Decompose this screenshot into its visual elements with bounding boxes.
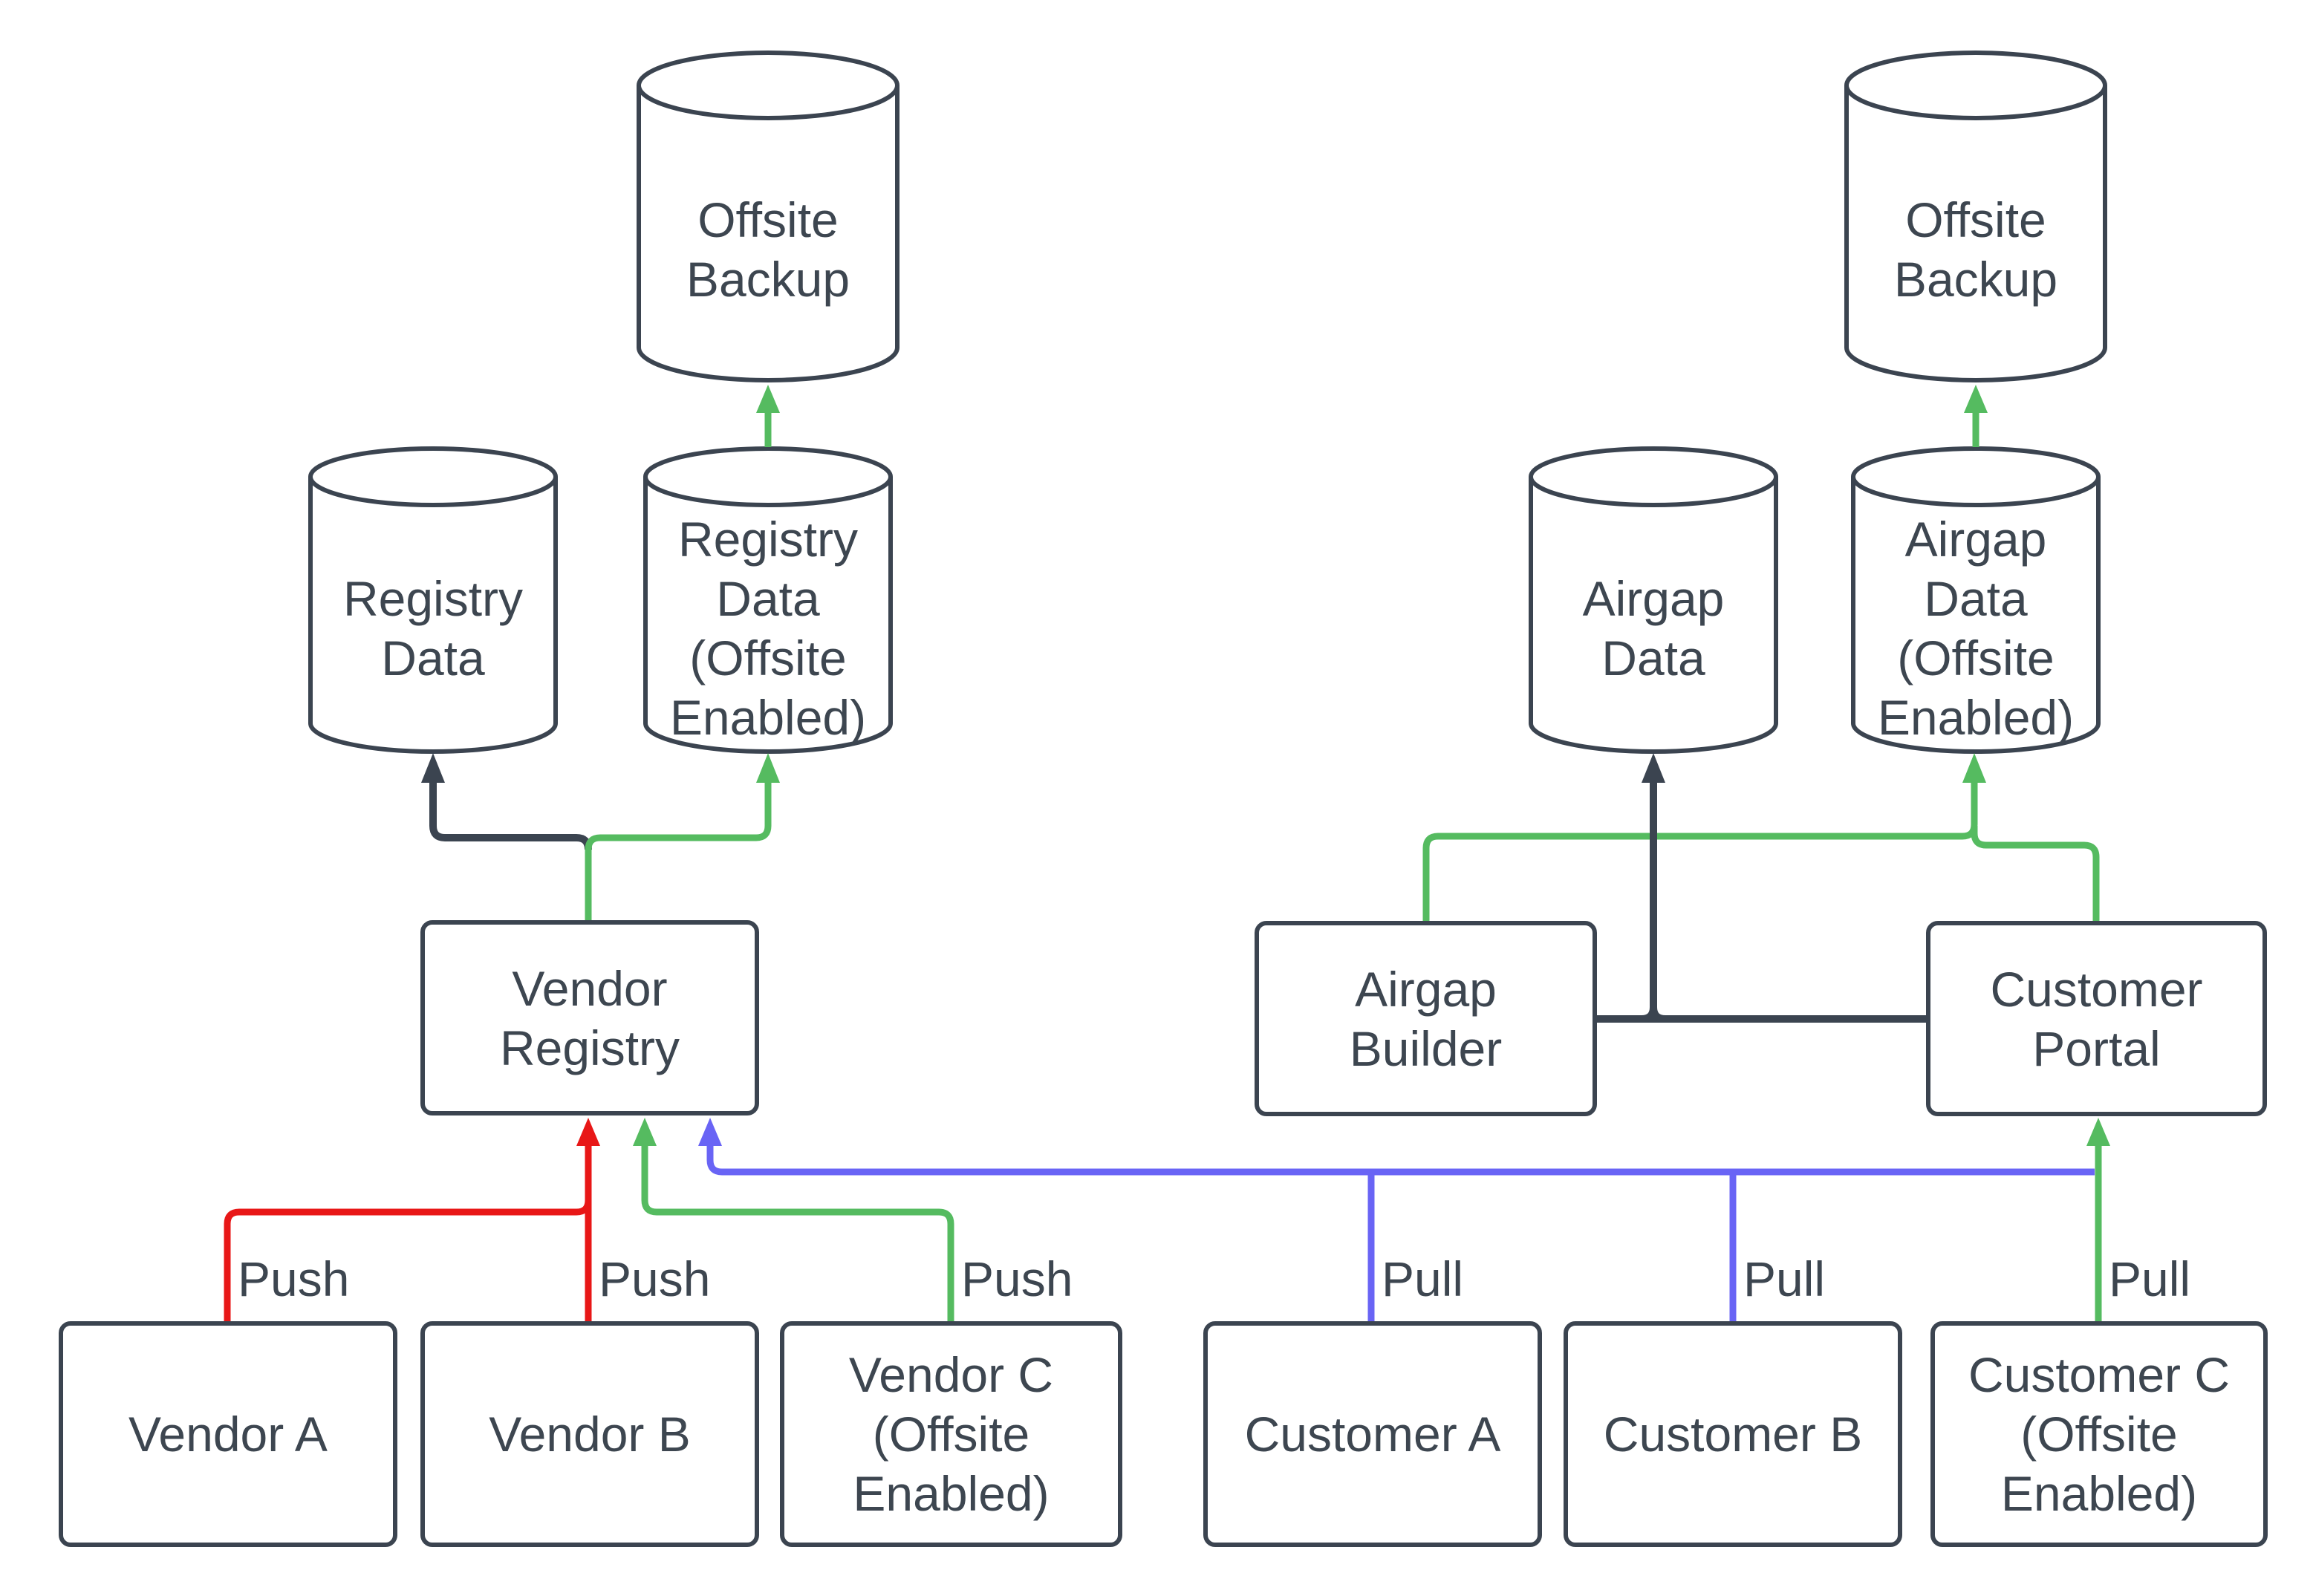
vendor-registry-node: Vendor Registry <box>420 920 759 1115</box>
edge-builder-to-airgap-offsite <box>1422 753 1986 921</box>
arrow-up-vendor-registry-red <box>576 1118 600 1146</box>
airgap-data-cylinder <box>1529 446 1778 754</box>
push-label-vendor-b: Push <box>599 1251 711 1306</box>
arrow-up-offsite-backup-right <box>1964 385 1988 413</box>
arrow-up-airgap-data <box>1642 753 1665 783</box>
airgap-builder-node: Airgap Builder <box>1255 921 1597 1116</box>
customer-c-label: Customer C (Offsite Enabled) <box>1968 1347 2231 1521</box>
edge-customer-a-b-pull <box>698 1118 2095 1321</box>
customer-b-label: Customer B <box>1603 1407 1863 1462</box>
arrow-up-vendor-registry-blue <box>698 1118 722 1146</box>
arrow-up-registry-data-offsite <box>756 753 780 783</box>
edge-vendor-c-push <box>633 1118 954 1321</box>
vendor-a-label: Vendor A <box>128 1407 328 1462</box>
pull-label-customer-c: Pull <box>2109 1251 2191 1306</box>
registry-data-cylinder <box>308 446 558 754</box>
edge-portal-to-airgap-offsite <box>1971 826 2100 921</box>
customer-c-node: Customer C (Offsite Enabled) <box>1930 1321 2268 1547</box>
customer-portal-node: Customer Portal <box>1926 921 2267 1116</box>
vendor-a-node: Vendor A <box>59 1321 397 1547</box>
edge-airgap-offsite-to-backup <box>1964 385 1988 447</box>
pull-label-customer-a: Pull <box>1382 1251 1464 1306</box>
customer-a-node: Customer A <box>1203 1321 1542 1547</box>
customer-b-node: Customer B <box>1564 1321 1902 1547</box>
arrow-up-registry-data <box>421 753 445 783</box>
vendor-registry-label: Vendor Registry <box>499 960 680 1075</box>
arrow-up-offsite-backup-left <box>756 385 780 413</box>
push-label-vendor-a: Push <box>238 1251 350 1306</box>
offsite-backup-left-cylinder <box>637 51 900 382</box>
edge-vendor-a-b-push <box>224 1118 600 1321</box>
arrow-up-vendor-registry-green <box>633 1118 657 1146</box>
offsite-backup-right-cylinder <box>1844 51 2107 382</box>
edge-customer-c-pull <box>2086 1118 2110 1321</box>
vendor-b-node: Vendor B <box>420 1321 759 1547</box>
airgap-data-offsite-cylinder <box>1851 446 2101 754</box>
edge-builder-portal-airgap-data <box>1597 753 1926 1023</box>
customer-portal-label: Customer Portal <box>1990 961 2203 1076</box>
vendor-c-node: Vendor C (Offsite Enabled) <box>780 1321 1122 1547</box>
airgap-builder-label: Airgap Builder <box>1349 961 1503 1076</box>
vendor-c-label: Vendor C (Offsite Enabled) <box>848 1347 1054 1521</box>
registry-data-offsite-cylinder <box>643 446 893 754</box>
pull-label-customer-b: Pull <box>1743 1251 1826 1306</box>
arrow-up-customer-portal <box>2086 1118 2110 1146</box>
customer-a-label: Customer A <box>1244 1407 1501 1462</box>
edge-registry-offsite-to-backup <box>756 385 780 447</box>
edge-registry-to-registry-data <box>421 753 592 850</box>
push-label-vendor-c: Push <box>961 1251 1073 1306</box>
vendor-b-label: Vendor B <box>489 1407 691 1462</box>
arrow-up-airgap-data-offsite <box>1962 753 1986 783</box>
edge-registry-to-registry-data-offsite <box>585 753 780 920</box>
